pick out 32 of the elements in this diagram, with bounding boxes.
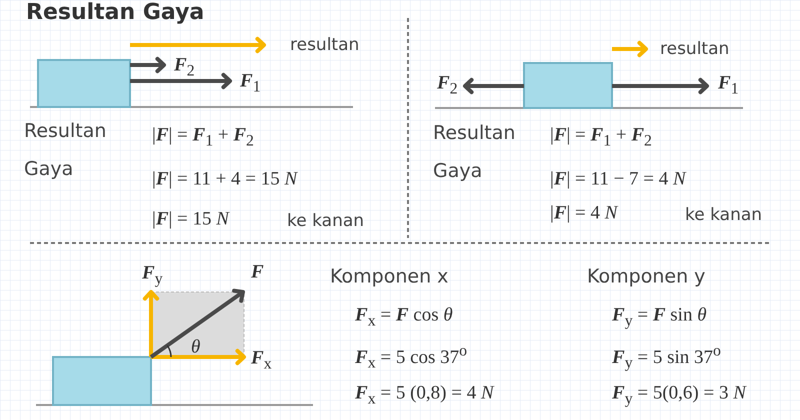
equation: F$_{x}$ = 5 (0,8) = 4 N: [355, 382, 494, 410]
equation: F$_{x}$ = 5 cos 37$^{o}$: [355, 342, 468, 374]
vector-label: F$_{x}$: [251, 348, 272, 374]
equation: |F| = 15 N: [152, 208, 229, 232]
vector-label: F$_{1}$: [240, 70, 261, 98]
equation: F$_{y}$ = 5(0,6) = 3 N: [612, 382, 746, 410]
direction-text: ke kanan: [685, 204, 762, 226]
heading: Komponen y: [587, 266, 706, 288]
direction-text: ke kanan: [287, 210, 364, 232]
block: [523, 62, 613, 109]
equation: F$_{y}$ = 5 sin 37$^{o}$: [612, 342, 721, 374]
vector-label: F: [251, 262, 264, 284]
vector-label: F$_{y}$: [142, 262, 163, 290]
equation: |F| = 4 N: [550, 202, 618, 226]
equation: |F| = 11 + 4 = 15 N: [152, 168, 298, 192]
equation: |F| = F$_{1}$ + F$_{2}$: [550, 124, 652, 152]
block: [37, 59, 131, 108]
block: [52, 356, 152, 406]
vector-label: resultan: [660, 38, 730, 60]
equation: F$_{x}$ = F cos θ: [355, 304, 453, 332]
vector-label: F$_{2}$: [174, 54, 195, 82]
title: Resultan Gaya: [26, 0, 204, 25]
angle-label: θ: [191, 336, 200, 360]
heading: Komponen x: [330, 266, 448, 288]
caption-text: Resultan Gaya: [433, 121, 516, 184]
caption-text: Resultan Gaya: [24, 119, 108, 182]
equation: |F| = 11 − 7 = 4 N: [550, 168, 686, 192]
equation: F$_{y}$ = F sin θ: [612, 304, 707, 332]
vector-label: F$_{1}$: [718, 72, 739, 100]
vector-label: F$_{2}$: [437, 72, 458, 100]
equation: |F| = F$_{1}$ + F$_{2}$: [152, 124, 254, 152]
vector-label: resultan: [290, 34, 360, 56]
